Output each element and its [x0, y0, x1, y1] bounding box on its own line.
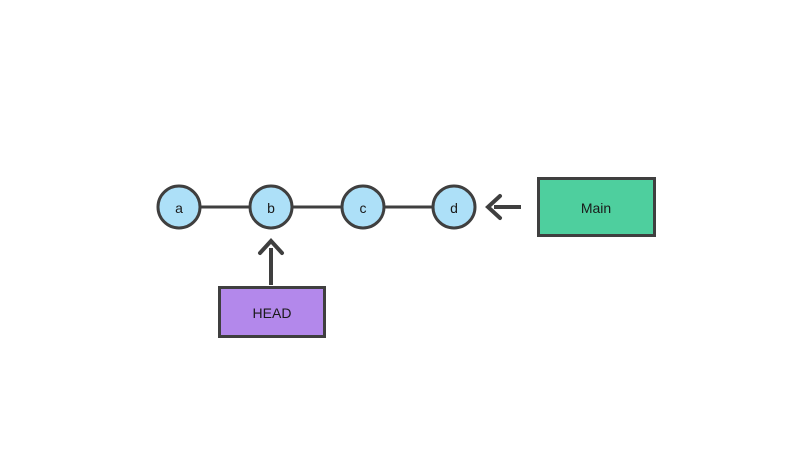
main-branch-label: Main — [581, 200, 611, 216]
head-pointer-label: HEAD — [253, 305, 292, 321]
commit-node-c[interactable]: c — [340, 184, 386, 230]
commit-circle-d[interactable] — [431, 184, 477, 230]
commit-circle-b[interactable] — [248, 184, 294, 230]
commit-label-a: a — [175, 200, 183, 216]
main-branch-rect[interactable] — [537, 177, 656, 237]
head-to-b-arrow — [258, 238, 284, 285]
commit-label-c: c — [360, 200, 367, 216]
main-arrow-head-icon — [485, 194, 502, 220]
head-pointer-rect[interactable] — [218, 286, 326, 338]
head-arrow-head-icon — [258, 238, 284, 255]
commit-circle-a[interactable] — [156, 184, 202, 230]
commit-node-d[interactable]: d — [431, 184, 477, 230]
main-branch-box[interactable]: Main — [537, 177, 656, 237]
commit-node-a[interactable]: a — [156, 184, 202, 230]
main-to-d-arrow — [485, 194, 521, 220]
commit-circle-c[interactable] — [340, 184, 386, 230]
commit-node-b[interactable]: b — [248, 184, 294, 230]
commit-label-d: d — [450, 200, 458, 216]
head-pointer-box[interactable]: HEAD — [218, 286, 326, 338]
commit-label-b: b — [267, 200, 275, 216]
